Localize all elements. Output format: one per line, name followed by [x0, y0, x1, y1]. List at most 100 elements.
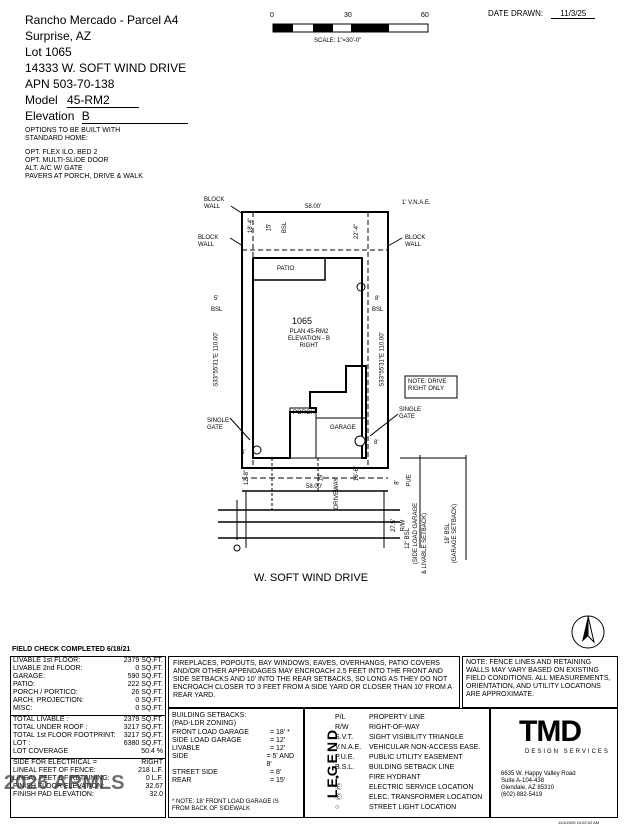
- scale-label: SCALE: 1"=30'-0": [314, 38, 362, 44]
- setback-row: SIDE LOAD GARAGE= 12': [172, 737, 300, 745]
- stat-label: LOT COVERAGE: [13, 748, 69, 755]
- option-item: PAVERS AT PORCH, DRIVE & WALK: [25, 173, 143, 180]
- porch-label: PORCH: [293, 410, 315, 416]
- street-name: W. SOFT WIND DRIVE: [254, 572, 369, 584]
- stat-value: 590 SQ.FT.: [127, 673, 163, 680]
- setback-label: LIVABLE: [172, 745, 200, 752]
- site-plan: [218, 205, 467, 560]
- bsl18-label: 18' BSL: [444, 523, 451, 544]
- community-name: Rancho Mercado - Parcel A4: [25, 13, 179, 27]
- driveway-label: DRIVEWAY: [334, 477, 341, 510]
- legend-label: SIGHT VISIBILITY TRIANGLE: [369, 734, 464, 741]
- field-note: NOTE: FENCE LINES AND RETAINING WALLS MA…: [462, 656, 618, 708]
- stat-label: LINEAL FEET OF RETAINING:: [13, 775, 110, 782]
- rear-left-dim: 18'-4": [248, 217, 255, 234]
- stat-value: 6380 SQ.FT.: [123, 740, 163, 747]
- bsl12-label: 12' BSL: [404, 528, 411, 549]
- legend-row: ○ STREET LIGHT LOCATION: [335, 803, 482, 813]
- note-drive: NOTE: DRIVE RIGHT ONLY: [408, 379, 446, 393]
- setbacks-zoning: (PAD-LDR ZONING): [172, 720, 237, 727]
- rear-bsl-label: BSL: [282, 221, 289, 234]
- table-row: LOT : 6380 SQ.FT.: [11, 740, 165, 748]
- stats-box: LIVABLE 1st FLOOR:2379 SQ.FT. LIVABLE 2n…: [10, 656, 166, 818]
- hydrant-symbol: [252, 445, 262, 455]
- legend-label: STREET LIGHT LOCATION: [369, 804, 457, 811]
- setback-footnote-1: * NOTE: 18' FRONT LOAD GARAGE IS: [172, 799, 279, 805]
- single-gate-right: SINGLE GATE: [399, 407, 421, 421]
- stat-value: 0 SQ.FT.: [135, 705, 163, 712]
- setback-value: = 8': [270, 769, 282, 776]
- block-wall-leader-top: [230, 205, 244, 215]
- scale-tick-0: 0: [270, 12, 274, 19]
- setback-label: REAR: [172, 777, 192, 784]
- timestamp: 11/3/2025 10:02:02 AM: [558, 820, 600, 825]
- plan-info: PLAN 45-RM2 ELEVATION - B RIGHT: [284, 329, 334, 350]
- legend-label: VEHICULAR NON-ACCESS EASE.: [369, 744, 481, 751]
- plan-name: PLAN 45-RM2: [289, 329, 329, 335]
- legend-symbol: P/L: [335, 714, 346, 721]
- stat-value: 3217 SQ.FT.: [123, 732, 163, 739]
- legend-symbol: V.N.A.E.: [335, 744, 362, 751]
- stat-label: SIDE FOR ELECTRICAL =: [13, 759, 97, 766]
- setback-row: FRONT LOAD GARAGE= 18' *: [172, 729, 300, 737]
- stat-label: LOT :: [13, 740, 31, 747]
- setback-row: REAR= 15': [172, 777, 300, 785]
- stat-label: LINEAL FEET OF FENCE:: [13, 767, 96, 774]
- street-light-icon: ○: [335, 804, 340, 811]
- setback-label: SIDE LOAD GARAGE: [172, 737, 242, 744]
- company-phone: (602) 882-5419: [501, 792, 543, 798]
- block-wall-tl-line2: WALL: [204, 204, 221, 210]
- electric-symbol: [354, 435, 366, 447]
- single-gate-right-line2: GATE: [399, 414, 415, 420]
- side-load-text: (SIDE LOAD GARAGE: [413, 502, 420, 565]
- block-wall-mr-line2: WALL: [405, 242, 422, 248]
- left-side-bsl: BSL: [211, 307, 223, 313]
- stats-table-2: TOTAL LIVABLE :2379 SQ.FT. TOTAL UNDER R…: [11, 716, 165, 756]
- setback-value: = 5' AND 8': [266, 753, 295, 768]
- fire-hydrant-icon: ●: [335, 774, 340, 781]
- stat-label: PORCH / PORTICO:: [13, 689, 78, 696]
- stat-value: 0 SQ.FT.: [135, 697, 163, 704]
- single-gate-leader-right: [369, 413, 399, 437]
- table-row: GARAGE:590 SQ.FT.: [11, 673, 165, 681]
- stat-label: TOTAL 1st FLOOR FOOTPRINT:: [13, 732, 116, 739]
- company-subtitle: DESIGN SERVICES: [525, 749, 610, 755]
- stat-label: MISC:: [13, 705, 33, 712]
- company-address: 6635 W. Happy Valley Road Suite A-104-43…: [501, 771, 576, 799]
- block-wall-ml: BLOCK WALL: [198, 235, 218, 249]
- table-row: LIVABLE 1st FLOOR:2379 SQ.FT.: [11, 657, 165, 665]
- stat-value: 3217 SQ.FT.: [123, 724, 163, 731]
- stat-value: 26 SQ.FT.: [131, 689, 163, 696]
- table-row: LINEAL FEET OF FENCE:218 L.F.: [11, 767, 165, 775]
- option-item: ALT. A/C W/ GATE: [25, 165, 83, 172]
- single-gate-leader-left: [229, 417, 251, 441]
- rw-dim: 27.5': [390, 519, 397, 532]
- stats-table-1: LIVABLE 1st FLOOR:2379 SQ.FT. LIVABLE 2n…: [11, 657, 165, 713]
- model-value: 45-RM2: [67, 93, 140, 108]
- bottom-width-dim: 58.00': [306, 484, 323, 490]
- pue-dim: 8': [394, 480, 401, 485]
- livable-setback-label: & LIVABLE SETBACK): [422, 512, 429, 575]
- table-row: FINISH FLOOR ELEVATION:32.67: [11, 783, 165, 791]
- patio-label: PATIO: [277, 266, 295, 272]
- legend-symbol: P.U.E.: [335, 754, 355, 761]
- note-drive-line1: NOTE: DRIVE: [408, 379, 447, 385]
- table-row: TOTAL UNDER ROOF :3217 SQ.FT.: [11, 724, 165, 732]
- left-bearing: S33°55'31"E 110.00': [213, 332, 220, 387]
- block-wall-leader-right: [387, 237, 403, 247]
- elevation-label: Elevation: [25, 109, 75, 123]
- legend-symbol: S.V.T.: [335, 734, 354, 741]
- setback-footnote-2: FROM BACK OF SIDEWALK: [172, 806, 251, 812]
- date-label: DATE DRAWN:: [488, 9, 544, 18]
- stat-value: 32.0: [149, 791, 163, 798]
- stat-label: PATIO:: [13, 681, 35, 688]
- table-row: MISC: 0 SQ.FT.: [11, 705, 165, 713]
- date-value: 11/3/25: [551, 9, 596, 19]
- note-drive-line2: RIGHT ONLY: [408, 386, 445, 392]
- block-wall-ml-line2: WALL: [198, 242, 215, 248]
- side-load-label: (SIDE LOAD GARAGE: [413, 503, 420, 564]
- company-address-1: 6635 W. Happy Valley Road: [501, 771, 576, 777]
- stat-label: ARCH. PROJECTION:: [13, 697, 84, 704]
